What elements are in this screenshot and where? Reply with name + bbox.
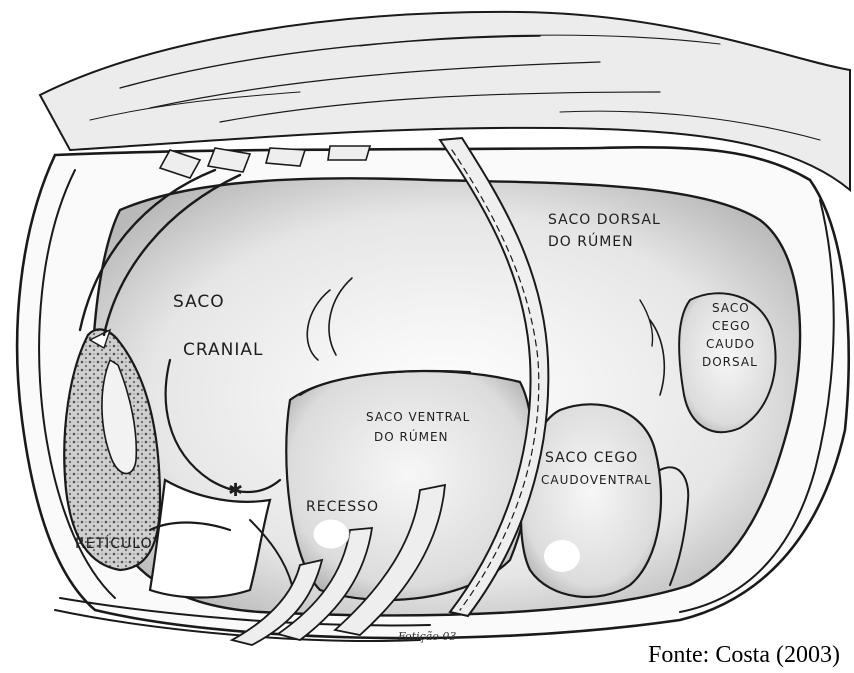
figure-caption: Fonte: Costa (2003) [648,642,840,669]
label-saco-dorsal-line1: SACO DORSAL [548,212,661,228]
label-saco-cranial-line1: SACO [173,292,225,312]
label-saco-dorsal-line2: DO RÚMEN [548,232,634,250]
label-saco-ventral-line1: SACO VENTRAL [366,410,470,424]
artist-signature: Fotição 03 [397,630,456,643]
label-cego-caudodorsal-line3: CAUDO [706,337,755,351]
label-saco-ventral-line2: DO RÚMEN [374,429,449,444]
asterisk-marker: ✱ [228,480,244,501]
label-cego-caudodorsal-line2: CEGO [712,319,751,333]
label-recesso: RECESSO [306,499,379,515]
label-saco-cranial-line2: CRANIAL [183,340,263,360]
label-cego-caudoventral-line2: CAUDOVENTRAL [541,473,652,487]
label-cego-caudodorsal-line4: DORSAL [702,355,758,369]
label-cego-caudoventral-line1: SACO CEGO [545,450,638,466]
label-cego-caudodorsal-line1: SACO [712,301,750,315]
label-reticulo: RETÍCULO [75,535,153,552]
